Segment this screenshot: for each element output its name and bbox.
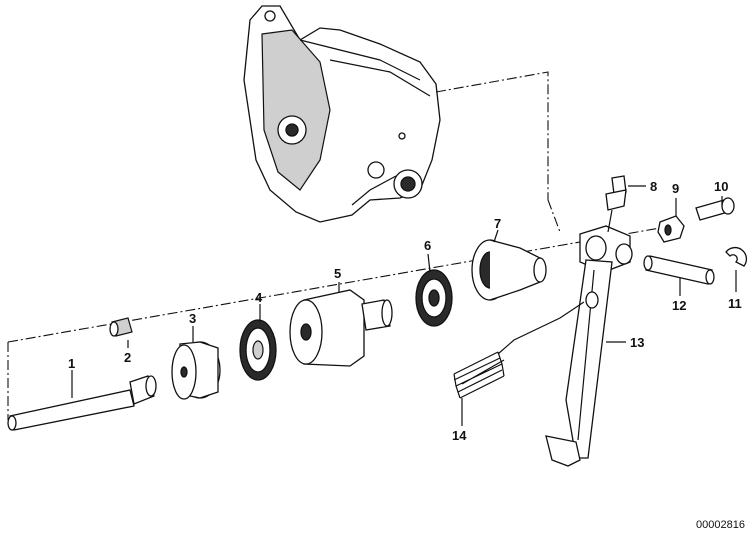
gearbox-housing	[243, 5, 441, 223]
callout-1: 1	[68, 356, 75, 371]
part-2-sleeve	[109, 317, 133, 337]
callout-4: 4	[255, 290, 263, 305]
part-6-bearing	[415, 269, 453, 327]
callout-10: 10	[714, 179, 728, 194]
callout-9: 9	[672, 181, 679, 196]
part-7-boot	[471, 239, 547, 301]
callout-12: 12	[672, 298, 686, 313]
part-3-disc	[171, 341, 221, 400]
part-11-circlip	[725, 246, 748, 267]
callout-13: 13	[630, 335, 644, 350]
callouts: 1 2 3 4 5 6 7 8 9 10 11 12 13 14	[68, 179, 742, 443]
leader-lines	[71, 185, 737, 426]
part-5-hub	[289, 289, 393, 367]
part-14-spring	[453, 301, 585, 399]
part-10-bolt	[695, 197, 735, 221]
part-1-shaft	[7, 375, 157, 431]
callout-14: 14	[452, 428, 467, 443]
part-4-damper-ring	[239, 319, 277, 381]
part-8-grease-nipple	[605, 175, 627, 233]
callout-3: 3	[189, 311, 196, 326]
part-9-nut	[657, 215, 685, 243]
callout-8: 8	[650, 179, 657, 194]
callout-2: 2	[124, 350, 131, 365]
part-12-pin	[643, 255, 715, 285]
callout-11: 11	[728, 296, 742, 311]
callout-7: 7	[494, 216, 501, 231]
part-13-lever	[545, 225, 633, 467]
callout-6: 6	[424, 238, 431, 253]
callout-5: 5	[334, 266, 341, 281]
document-number: 00002816	[696, 519, 745, 531]
